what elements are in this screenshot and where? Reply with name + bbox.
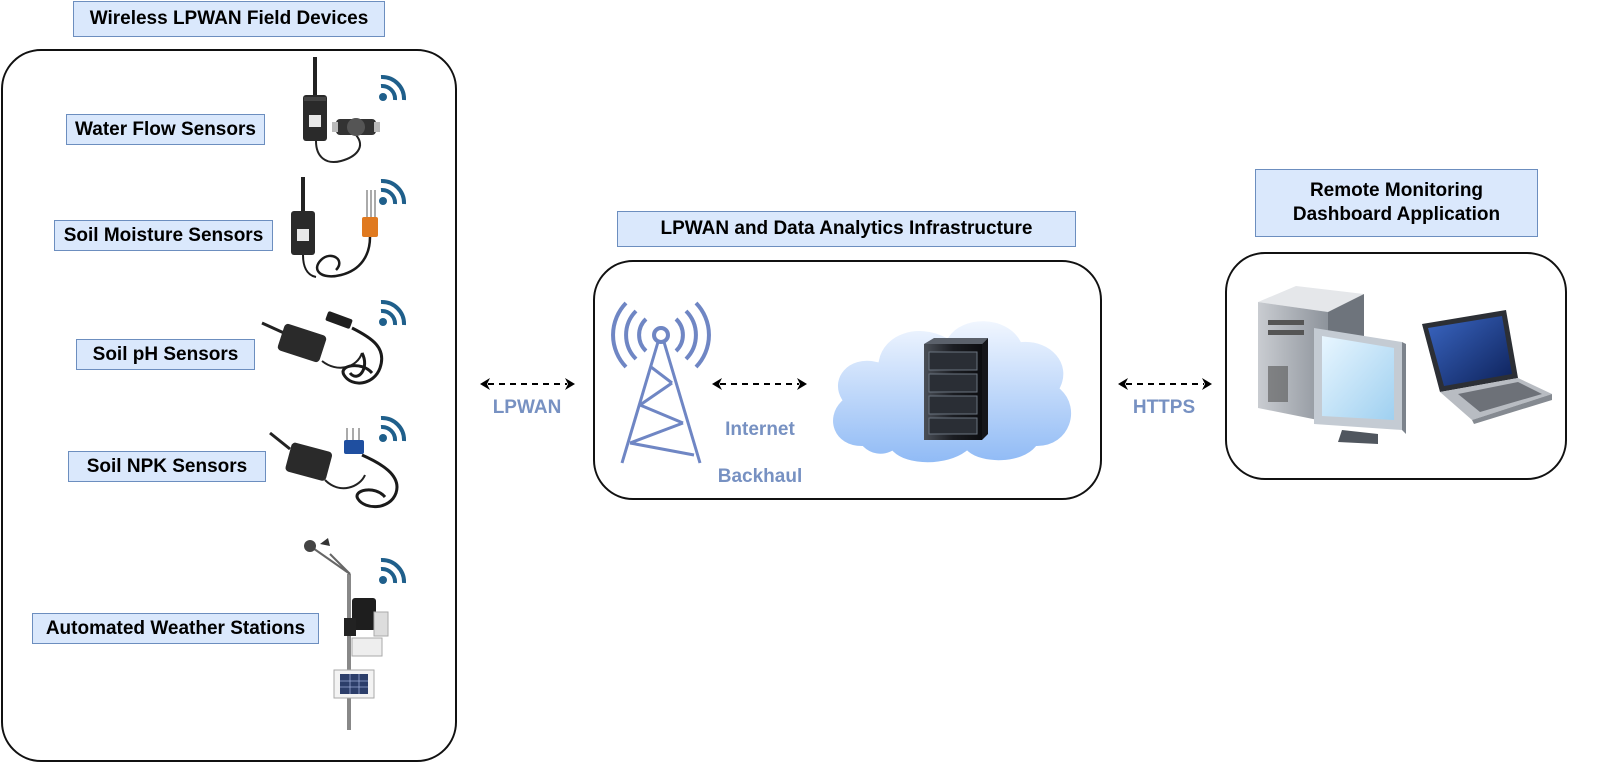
weather-station-icon xyxy=(304,538,389,730)
device-label-soil-moisture: Soil Moisture Sensors xyxy=(54,220,273,251)
soil-npk-sensor-icon xyxy=(269,428,399,508)
device-label-weather-station: Automated Weather Stations xyxy=(32,613,319,644)
dashboard-title-line2: Dashboard Application xyxy=(1292,204,1501,225)
https-link-label: HTTPS xyxy=(1132,397,1196,418)
backhaul-link-label: Internet Backhaul xyxy=(706,394,814,489)
water-flow-sensor-icon xyxy=(303,57,380,163)
wifi-icon xyxy=(379,178,407,205)
desktop-computer-icon xyxy=(1258,286,1406,444)
dashboard-title: Remote Monitoring Dashboard Application xyxy=(1255,169,1538,237)
infrastructure-title: LPWAN and Data Analytics Infrastructure xyxy=(617,211,1076,247)
wifi-icon xyxy=(379,74,407,101)
device-label-soil-npk: Soil NPK Sensors xyxy=(68,451,266,482)
wifi-icon xyxy=(379,557,407,584)
field-devices-title: Wireless LPWAN Field Devices xyxy=(73,1,385,37)
backhaul-label-line1: Internet xyxy=(725,418,795,440)
https-link-arrow xyxy=(1118,378,1212,390)
lpwan-link-label: LPWAN xyxy=(492,397,562,418)
cloud-server-icon xyxy=(829,317,1076,467)
cell-tower-icon xyxy=(611,301,711,464)
device-label-soil-ph: Soil pH Sensors xyxy=(76,339,255,370)
wifi-icon xyxy=(379,415,407,442)
lpwan-link-arrow xyxy=(480,378,575,390)
device-label-water-flow: Water Flow Sensors xyxy=(66,114,265,145)
backhaul-link-arrow xyxy=(712,378,807,390)
backhaul-label-line2: Backhaul xyxy=(717,466,803,488)
dashboard-title-line1: Remote Monitoring xyxy=(1309,180,1484,202)
laptop-icon xyxy=(1422,310,1552,424)
wifi-icon xyxy=(379,299,407,326)
soil-moisture-sensor-icon xyxy=(291,177,378,278)
soil-ph-sensor-icon xyxy=(261,311,384,385)
